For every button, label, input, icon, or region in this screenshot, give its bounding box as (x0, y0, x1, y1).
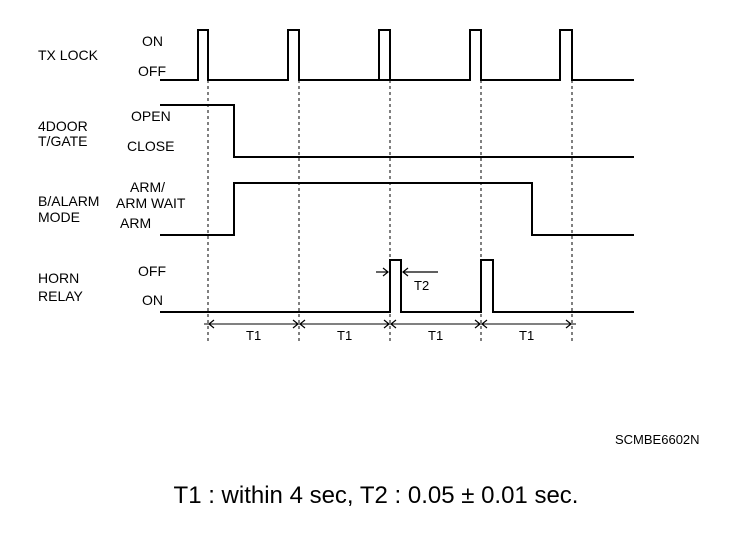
signal-name-horn-line1: HORN (38, 270, 79, 286)
reference-code: SCMBE6602N (615, 432, 700, 447)
timing-caption: T1 : within 4 sec, T2 : 0.05 ± 0.01 sec. (173, 482, 579, 509)
signal-name-door-line2: T/GATE (38, 133, 88, 149)
t1-arrowhead-1 (208, 319, 215, 329)
waveform-alarm (160, 182, 634, 236)
t1-arrowhead-8 (565, 319, 572, 329)
signal-name-horn-line2: RELAY (38, 288, 84, 304)
state-label-alarm-arm-wait: ARM WAIT (116, 195, 186, 211)
state-label-tx-off: OFF (138, 63, 166, 79)
t2-indicator: T2 (376, 267, 438, 293)
t1-arrowhead-5 (390, 319, 397, 329)
signal-name-door-line1: 4DOOR (38, 118, 88, 134)
waveform-door (160, 104, 634, 158)
signal-name-tx-lock: TX LOCK (38, 47, 99, 63)
t1-arrowhead-4 (383, 319, 390, 329)
t2-arrow-left-head (382, 267, 389, 277)
waveform-horn (160, 259, 634, 313)
state-label-horn-on: ON (142, 292, 163, 308)
t1-arrowhead-3 (299, 319, 306, 329)
t1-label-4: T1 (519, 328, 534, 343)
t1-dimension-line: T1 T1 T1 T1 (204, 319, 576, 343)
state-label-alarm-arm: ARM (120, 215, 151, 231)
waveform-tx-lock-pulse-3 (299, 29, 470, 81)
state-label-tx-on: ON (142, 33, 163, 49)
state-label-door-open: OPEN (131, 108, 171, 124)
t1-label-3: T1 (428, 328, 443, 343)
t1-label-2: T1 (337, 328, 352, 343)
t1-arrowhead-6 (474, 319, 481, 329)
t2-label: T2 (414, 278, 429, 293)
signal-name-alarm-line1: B/ALARM (38, 193, 99, 209)
signal-name-alarm-line2: MODE (38, 209, 80, 225)
t1-label-1: T1 (246, 328, 261, 343)
state-label-alarm-arm-slash: ARM/ (130, 179, 165, 195)
t2-arrow-right-head (402, 267, 409, 277)
state-label-horn-off: OFF (138, 263, 166, 279)
state-label-door-close: CLOSE (127, 138, 174, 154)
waveform-tx-lock (160, 29, 634, 81)
t1-arrowhead-2 (292, 319, 299, 329)
t1-arrowhead-7 (481, 319, 488, 329)
